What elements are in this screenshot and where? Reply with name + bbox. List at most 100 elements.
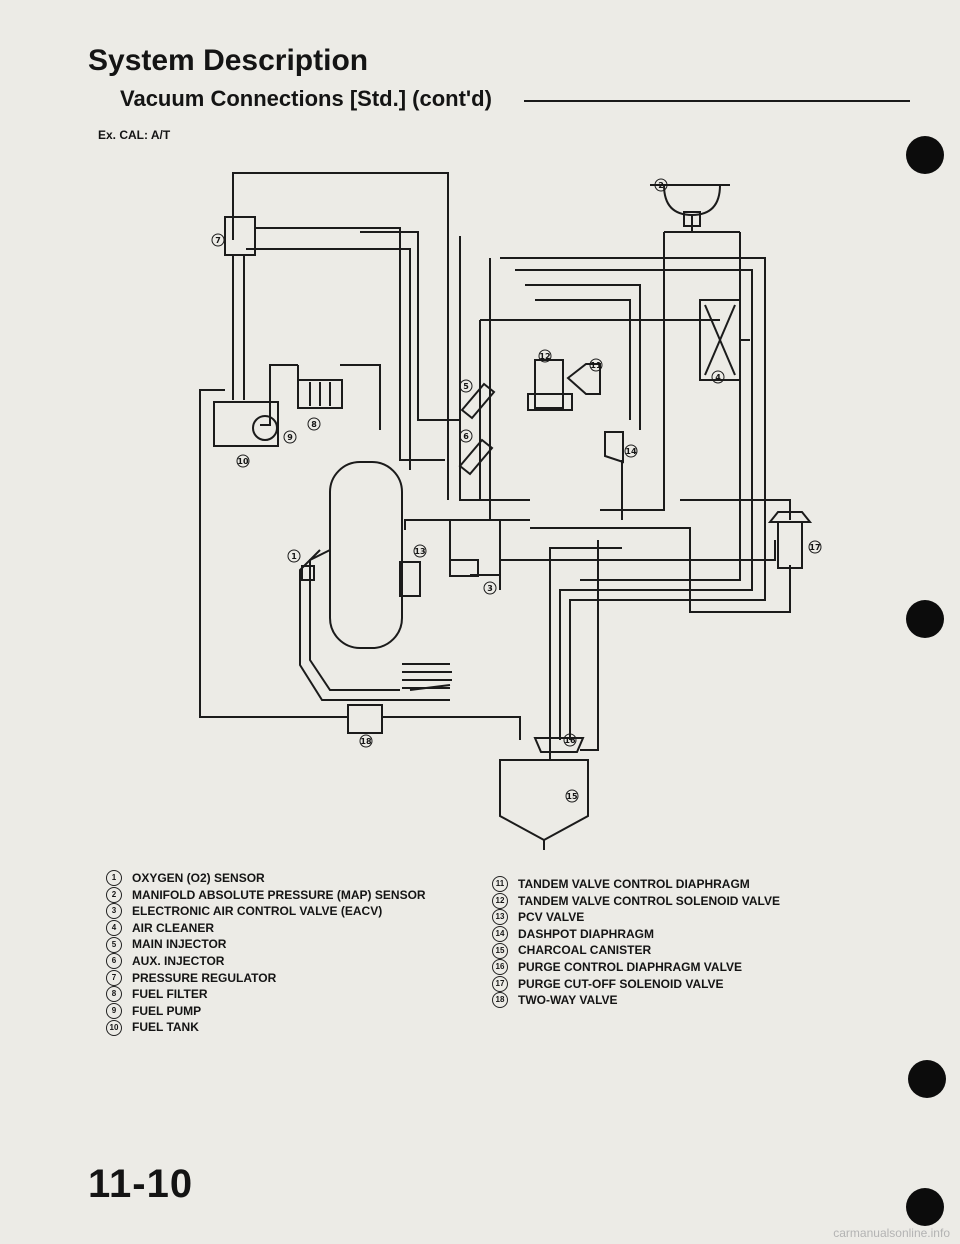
- svg-text:12: 12: [539, 352, 550, 361]
- legend-number: 9: [106, 1003, 122, 1020]
- legend-label: OXYGEN (O2) SENSOR: [132, 871, 265, 885]
- svg-text:2: 2: [658, 181, 664, 190]
- legend-item: 17 PURGE CUT-OFF SOLENOID VALVE: [492, 975, 780, 993]
- legend-number: 7: [106, 969, 122, 986]
- legend-number: 10: [106, 1019, 122, 1036]
- eacv-shape: [527, 393, 573, 411]
- footer-watermark: carmanualsonline.info: [833, 1226, 950, 1240]
- binder-hole-marker: [906, 1188, 944, 1226]
- legend-label: PURGE CONTROL DIAPHRAGM VALVE: [518, 959, 743, 974]
- legend-label: PRESSURE REGULATOR: [132, 970, 277, 985]
- legend-number: 6: [106, 953, 122, 970]
- legend-label: FUEL FILTER: [132, 987, 208, 1002]
- legend-number: 14: [492, 926, 508, 943]
- callout-8: 8: [307, 417, 321, 431]
- legend-label: AUX. INJECTOR: [132, 953, 225, 968]
- callout-16: 16: [563, 733, 577, 747]
- legend-label: PURGE CUT-OFF SOLENOID VALVE: [518, 976, 724, 991]
- svg-text:8: 8: [311, 420, 317, 429]
- purge-diaphragm-shape: [533, 737, 585, 753]
- binder-hole-marker: [906, 600, 944, 638]
- oxygen-sensor-shape: [301, 565, 315, 581]
- legend-item: 5 MAIN INJECTOR: [106, 936, 426, 953]
- callout-11: 11: [589, 358, 603, 372]
- callout-9: 9: [283, 430, 297, 444]
- legend-label: TANDEM VALVE CONTROL DIAPHRAGM: [518, 877, 750, 891]
- svg-text:17: 17: [809, 543, 820, 552]
- legend-number: 11: [492, 876, 508, 893]
- callouts: 1 2 3 4 5 6 7 8 9 10 11 12 13 14 15 16 1…: [211, 178, 822, 803]
- svg-text:18: 18: [360, 737, 372, 746]
- legend-item: 2 MANIFOLD ABSOLUTE PRESSURE (MAP) SENSOR: [106, 886, 426, 904]
- purge-cutoff-solenoid-shape: [767, 511, 813, 569]
- pcv-valve-shape: [399, 561, 421, 597]
- legend-item: 10 FUEL TANK: [106, 1019, 426, 1036]
- svg-text:4: 4: [715, 373, 721, 382]
- main-injector-shape: [460, 382, 496, 420]
- legend-label: PCV VALVE: [518, 910, 585, 925]
- binder-hole-marker: [906, 136, 944, 174]
- eacv-lower-shape: [449, 559, 479, 577]
- title-rule: [524, 100, 910, 102]
- callout-1: 1: [287, 549, 301, 563]
- svg-text:14: 14: [625, 447, 637, 456]
- fuel-filter-shape: [297, 379, 343, 409]
- engine-block-shape: [329, 461, 403, 649]
- callout-3: 3: [483, 581, 497, 595]
- callout-17: 17: [808, 540, 822, 554]
- fuel-tank-shape: [213, 401, 279, 447]
- two-way-valve-shape: [347, 704, 383, 734]
- svg-text:6: 6: [463, 432, 469, 441]
- section-subtitle: Vacuum Connections [Std.] (cont'd): [120, 86, 492, 111]
- callout-10: 10: [236, 454, 250, 468]
- svg-text:13: 13: [414, 547, 425, 556]
- legend-item: 7 PRESSURE REGULATOR: [106, 969, 426, 987]
- components: [213, 184, 813, 850]
- legend-number: 15: [492, 942, 508, 959]
- variant-label: Ex. CAL: A/T: [98, 128, 171, 142]
- legend-number: 5: [106, 936, 122, 953]
- legend-label: AIR CLEANER: [132, 920, 215, 935]
- legend-number: 17: [492, 975, 508, 992]
- legend-item: 6 AUX. INJECTOR: [106, 953, 426, 970]
- svg-text:11: 11: [590, 361, 602, 370]
- aux-injector-shape: [458, 438, 494, 476]
- legend-label: ELECTRONIC AIR CONTROL VALVE (EACV): [132, 904, 383, 919]
- svg-text:16: 16: [564, 736, 576, 745]
- legend-label: MAIN INJECTOR: [132, 937, 227, 952]
- charcoal-canister-shape: [499, 759, 589, 842]
- svg-text:15: 15: [566, 792, 578, 801]
- callout-13: 13: [413, 544, 427, 558]
- legend-label: DASHPOT DIAPHRAGM: [518, 926, 655, 941]
- legend-label: TANDEM VALVE CONTROL SOLENOID VALVE: [518, 893, 781, 908]
- callout-18: 18: [359, 734, 373, 748]
- dashpot-shape: [604, 431, 624, 464]
- legend-item: 11 TANDEM VALVE CONTROL DIAPHRAGM: [492, 876, 780, 893]
- legend-label: FUEL TANK: [132, 1020, 199, 1035]
- legend-number: 8: [106, 986, 122, 1003]
- svg-text:1: 1: [291, 552, 297, 561]
- legend-label: MANIFOLD ABSOLUTE PRESSURE (MAP) SENSOR: [132, 887, 426, 902]
- legend-item: 13 PCV VALVE: [492, 909, 780, 926]
- legend-label: TWO-WAY VALVE: [518, 993, 618, 1008]
- legend-number: 18: [492, 992, 508, 1009]
- binder-hole-marker: [908, 1060, 946, 1098]
- legend-number: 13: [492, 909, 508, 926]
- callout-6: 6: [459, 429, 473, 443]
- legend-item: 14 DASHPOT DIAPHRAGM: [492, 926, 780, 943]
- legend-item: 8 FUEL FILTER: [106, 986, 426, 1003]
- vacuum-hoses: [199, 172, 791, 760]
- callout-5: 5: [459, 379, 473, 393]
- callout-12: 12: [538, 349, 552, 363]
- legend-number: 2: [106, 886, 122, 903]
- page-number: 11-10: [88, 1162, 194, 1206]
